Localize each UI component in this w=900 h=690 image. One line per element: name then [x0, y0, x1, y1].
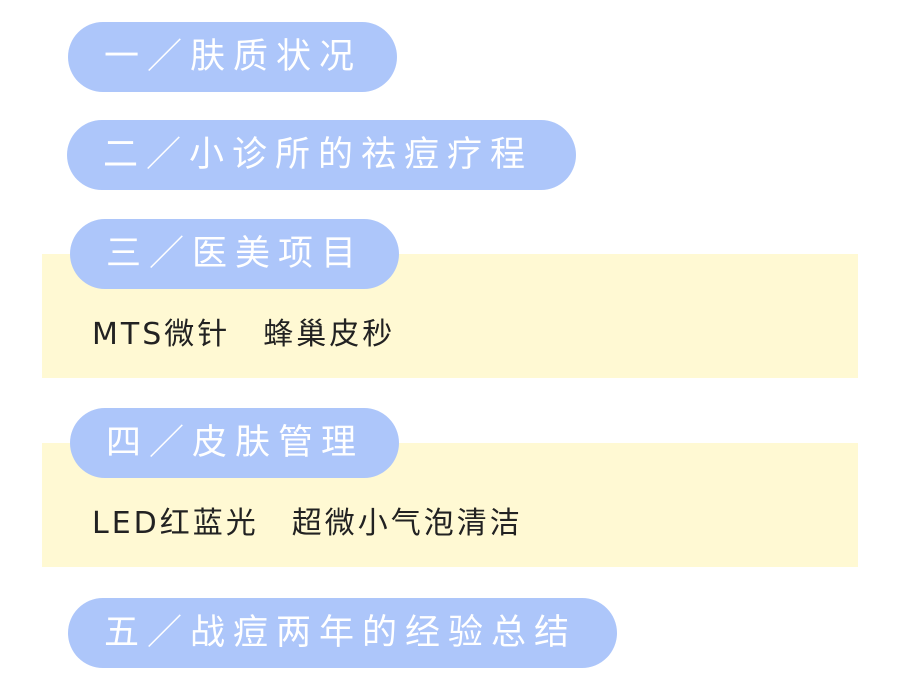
section-1-heading: 一／肤质状况 — [68, 22, 397, 92]
section-5-heading: 五／战痘两年的经验总结 — [68, 598, 617, 668]
section-3-content: MTS微针 蜂巢皮秒 — [92, 317, 396, 352]
section-2-heading: 二／小诊所的祛痘疗程 — [67, 120, 576, 190]
section-4-heading: 四／皮肤管理 — [70, 408, 399, 478]
section-4-content: LED红蓝光 超微小气泡清洁 — [92, 506, 523, 541]
section-3-heading: 三／医美项目 — [70, 219, 399, 289]
